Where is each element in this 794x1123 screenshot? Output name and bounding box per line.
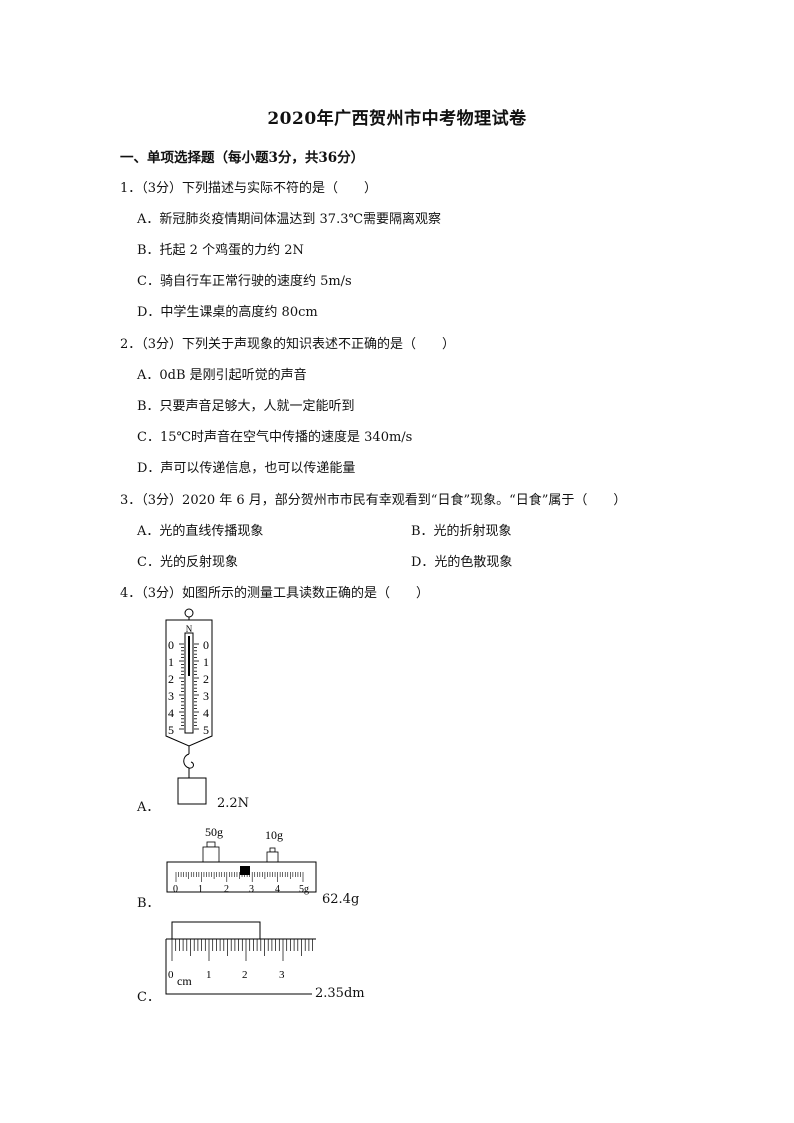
ruler-reading: 2.35dm xyxy=(315,986,365,1001)
question-4-option-b: B． xyxy=(137,896,160,911)
question-4-stem: 4．（3分）如图所示的测量工具读数正确的是（ ） xyxy=(120,586,430,601)
balance-tick-label: 5g xyxy=(299,884,309,895)
balance-tick-label: 4 xyxy=(275,884,280,895)
weight-50g-icon xyxy=(202,841,220,863)
scale-unit-letter: N xyxy=(186,624,193,634)
hanging-block xyxy=(177,777,207,805)
scale-left-label: 0 xyxy=(168,638,174,652)
question-1-option-a: A．新冠肺炎疫情期间体温达到 37.3℃需要隔离观察 xyxy=(137,212,442,227)
weight-10g-label: 10g xyxy=(265,828,283,842)
balance-tick-label: 0 xyxy=(173,884,178,895)
balance-tick-label: 1 xyxy=(198,884,203,895)
scale-right-label: 1 xyxy=(203,655,209,669)
balance-beam-figure: 50g 10g 0 1 2 3 4 5g xyxy=(166,825,317,895)
balance-tick-label: 2 xyxy=(224,884,229,895)
ruler-tick-label: 2 xyxy=(242,969,248,981)
question-1-stem: 1．（3分）下列描述与实际不符的是（ ） xyxy=(120,181,378,196)
question-3-option-d: D．光的色散现象 xyxy=(411,555,513,570)
question-3-option-b: B．光的折射现象 xyxy=(411,524,512,539)
ruler-body xyxy=(165,938,316,995)
scale-right-labels: 0 1 2 3 4 5 xyxy=(203,638,209,737)
section-heading: 一、单项选择题（每小题3分，共36分） xyxy=(120,150,365,166)
question-3-option-c: C．光的反射现象 xyxy=(137,555,238,570)
scale-left-label: 2 xyxy=(168,672,174,686)
scale-right-label: 4 xyxy=(203,706,209,720)
question-2-option-d: D．声可以传递信息，也可以传递能量 xyxy=(137,461,356,476)
question-2-stem: 2．（3分）下列关于声现象的知识表述不正确的是（ ） xyxy=(120,337,456,352)
ruler-unit-label: cm xyxy=(177,974,192,988)
weight-50g-label: 50g xyxy=(205,825,223,839)
scale-left-label: 1 xyxy=(168,655,174,669)
scale-left-label: 4 xyxy=(168,706,174,720)
question-4-option-c: C． xyxy=(137,990,160,1005)
question-1-option-b: B．托起 2 个鸡蛋的力约 2N xyxy=(137,243,304,258)
weight-10g-icon xyxy=(266,847,279,863)
spring-scale-reading: 2.2N xyxy=(217,796,250,811)
scale-right-label: 5 xyxy=(203,723,209,737)
scale-ticks xyxy=(179,643,199,730)
page-title: 2020年广西贺州市中考物理试卷 xyxy=(267,109,527,129)
rider xyxy=(240,866,250,875)
measured-object xyxy=(171,921,261,940)
scale-left-label: 3 xyxy=(168,689,174,703)
question-1-option-c: C．骑自行车正常行驶的速度约 5m/s xyxy=(137,274,352,289)
question-2-option-c: C．15℃时声音在空气中传播的速度是 340m/s xyxy=(137,430,413,445)
scale-right-label: 0 xyxy=(203,638,209,652)
question-3-stem: 3．（3分）2020 年 6 月，部分贺州市市民有幸观看到“日食”现象。“日食”… xyxy=(120,493,627,508)
question-2-option-a: A．0dB 是刚引起听觉的声音 xyxy=(137,368,307,383)
balance-reading: 62.4g xyxy=(322,892,360,907)
ruler-tick-label: 3 xyxy=(279,969,285,981)
scale-right-label: 2 xyxy=(203,672,209,686)
ruler-tick-label: 1 xyxy=(206,969,212,981)
question-1-option-d: D．中学生课桌的高度约 80cm xyxy=(137,305,318,320)
scale-left-label: 5 xyxy=(168,723,174,737)
ruler-tick-label: 0 xyxy=(168,969,174,981)
balance-tick-label: 3 xyxy=(249,884,254,895)
spring-scale-figure: N 0 1 2 3 4 5 0 1 2 3 4 5 xyxy=(165,608,213,805)
scale-left-labels: 0 1 2 3 4 5 xyxy=(168,638,174,737)
ruler-figure: 0 1 2 3 cm xyxy=(165,921,316,995)
scale-right-label: 3 xyxy=(203,689,209,703)
question-3-option-a: A．光的直线传播现象 xyxy=(137,524,264,539)
question-4-option-a: A． xyxy=(137,800,160,815)
question-2-option-b: B．只要声音足够大，人就一定能听到 xyxy=(137,399,355,414)
